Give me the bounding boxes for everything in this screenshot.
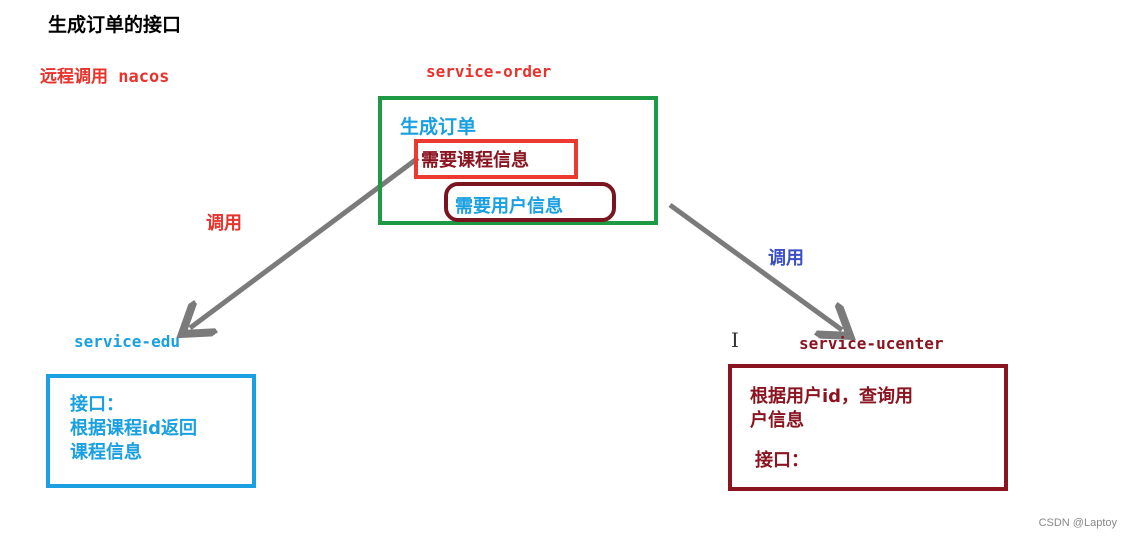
call-label-right: 调用 <box>768 248 804 269</box>
service-order-box <box>378 96 658 225</box>
user-info-box <box>444 182 616 222</box>
edu-line2: 根据课程id返回 <box>70 418 198 439</box>
service-edu-box <box>46 374 256 488</box>
edu-line3: 课程信息 <box>70 442 142 463</box>
need-course-label: 需要课程信息 <box>421 150 529 171</box>
service-ucenter-label: service-ucenter <box>799 334 944 353</box>
service-ucenter-box <box>728 364 1008 491</box>
ucenter-line1: 根据用户id，查询用 <box>750 386 914 407</box>
arrow-to-ucenter <box>668 202 842 330</box>
service-edu-label: service-edu <box>74 332 180 351</box>
course-info-box <box>414 139 578 179</box>
remote-call-label: 远程调用 nacos <box>40 67 170 87</box>
edu-line1: 接口： <box>70 394 124 415</box>
watermark: CSDN @Laptoy <box>1038 517 1117 529</box>
ucenter-line2: 户信息 <box>750 410 804 431</box>
need-user-label: 需要用户信息 <box>455 196 563 217</box>
service-order-label: service-order <box>426 62 552 81</box>
ucenter-line3: 接口： <box>755 450 809 471</box>
order-heading: 生成订单 <box>400 116 477 138</box>
page-title: 生成订单的接口 <box>48 14 182 36</box>
call-label-left: 调用 <box>206 213 242 234</box>
text-cursor-icon: I <box>731 328 739 352</box>
